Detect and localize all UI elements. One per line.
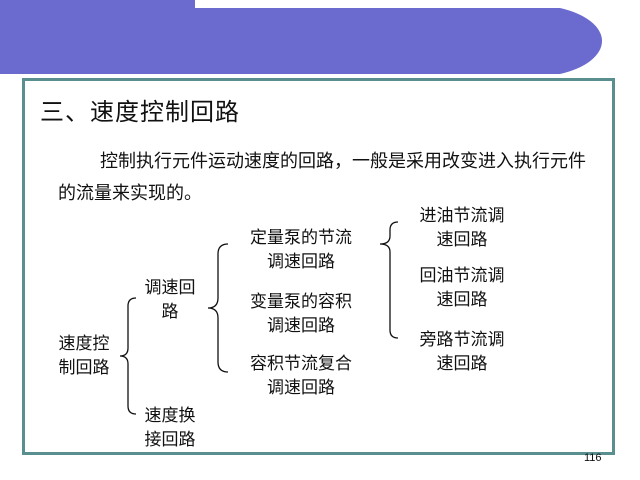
node-fixed-pump-throttle: 定量泵的节流 调速回路 bbox=[250, 228, 352, 272]
node-volume-throttle-compound: 容积节流复合 调速回路 bbox=[250, 354, 352, 398]
brace-level2 bbox=[379, 221, 399, 339]
node-inlet-throttle: 进油节流调 速回路 bbox=[419, 206, 505, 250]
slide-frame bbox=[22, 78, 615, 455]
page-number: 116 bbox=[584, 452, 602, 464]
node-bypass-throttle: 旁路节流调 速回路 bbox=[419, 330, 505, 374]
slide-title: 三、速度控制回路 bbox=[40, 98, 240, 126]
node-variable-pump-volume: 变量泵的容积 调速回路 bbox=[250, 292, 352, 336]
brace-root bbox=[119, 297, 137, 415]
node-speed-switching: 速度换 接回路 bbox=[144, 406, 196, 450]
header-banner bbox=[0, 0, 640, 86]
node-speed-regulation: 调速回 路 bbox=[144, 278, 196, 322]
node-return-throttle: 回油节流调 速回路 bbox=[419, 266, 505, 310]
intro-paragraph: 控制执行元件运动速度的回路，一般是采用改变进入执行元件的流量来实现的。 bbox=[58, 151, 586, 204]
brace-level1 bbox=[207, 243, 229, 373]
node-root: 速度控 制回路 bbox=[58, 334, 110, 378]
